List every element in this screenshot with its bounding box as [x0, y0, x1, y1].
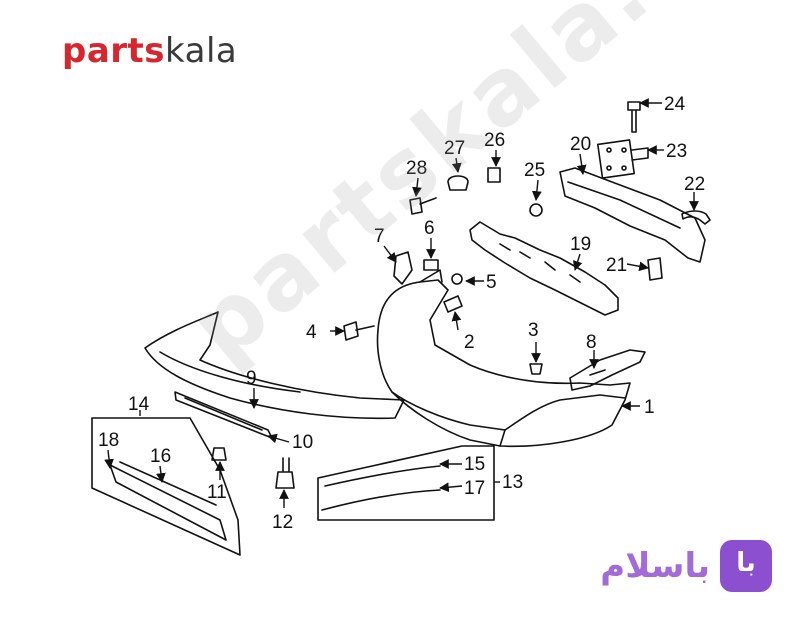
callout-25: 25	[524, 160, 545, 181]
callout-1: 1	[644, 397, 655, 418]
callout-24: 24	[664, 94, 686, 115]
callout-10: 10	[292, 432, 313, 453]
part-19-energy-absorber	[469, 221, 619, 316]
part-2-pad	[443, 295, 463, 313]
callout-11: 11	[207, 482, 227, 503]
callout-21: 21	[606, 255, 627, 276]
callout-7: 7	[374, 226, 385, 247]
callout-16: 16	[150, 446, 171, 467]
callout-22: 22	[684, 174, 705, 195]
brand-logo-part1: parts	[62, 31, 166, 71]
part-27-grommet	[447, 175, 469, 191]
group-13-box	[317, 445, 495, 521]
callout-26: 26	[484, 130, 505, 151]
callout-28: 28	[406, 158, 427, 179]
marketplace-name: باسلام	[600, 546, 710, 586]
callout-23: 23	[666, 141, 687, 162]
callout-20: 20	[570, 134, 591, 155]
part-28-bolt	[409, 197, 437, 215]
part-12-bolt	[275, 457, 295, 489]
marketplace-logo-text: با	[736, 548, 756, 578]
part-21-retainer	[647, 257, 663, 281]
callout-17: 17	[464, 478, 485, 499]
part-3-clip	[529, 363, 543, 375]
callout-4: 4	[306, 322, 317, 343]
part-8-bracket	[569, 349, 646, 391]
callout-8: 8	[586, 332, 597, 353]
group-14-box	[91, 417, 241, 556]
marketplace-logo-icon: با	[720, 540, 772, 592]
callout-5: 5	[486, 272, 497, 293]
part-10-molding	[174, 391, 273, 439]
brand-logo-part2: kala	[165, 31, 238, 71]
part-24-bolt	[627, 101, 641, 133]
part-1-bumper-cover	[376, 279, 631, 448]
callout-2: 2	[464, 332, 475, 353]
callout-15: 15	[464, 454, 485, 475]
callout-3: 3	[528, 320, 539, 341]
part-20-reinforcement	[559, 167, 706, 263]
callout-27: 27	[444, 138, 465, 159]
part-9-lower-valance	[144, 311, 405, 420]
brand-logo: partskala	[62, 34, 237, 68]
part-5-nut	[451, 273, 463, 285]
part-25-nut	[529, 203, 543, 217]
callout-18: 18	[98, 430, 119, 451]
part-23-bracket	[596, 139, 636, 179]
marketplace-badge: باسلام با	[540, 540, 772, 598]
callout-14: 14	[128, 394, 150, 415]
part-4-screw	[343, 321, 375, 341]
part-6-clip	[423, 259, 439, 271]
callout-9: 9	[246, 368, 257, 389]
part-26-pad	[487, 167, 501, 183]
part-22-clip	[681, 210, 711, 225]
part-7-bracket	[393, 251, 413, 285]
callout-12: 12	[272, 512, 293, 533]
callout-6: 6	[424, 218, 435, 239]
callout-19: 19	[570, 234, 591, 255]
callout-13: 13	[502, 472, 523, 493]
